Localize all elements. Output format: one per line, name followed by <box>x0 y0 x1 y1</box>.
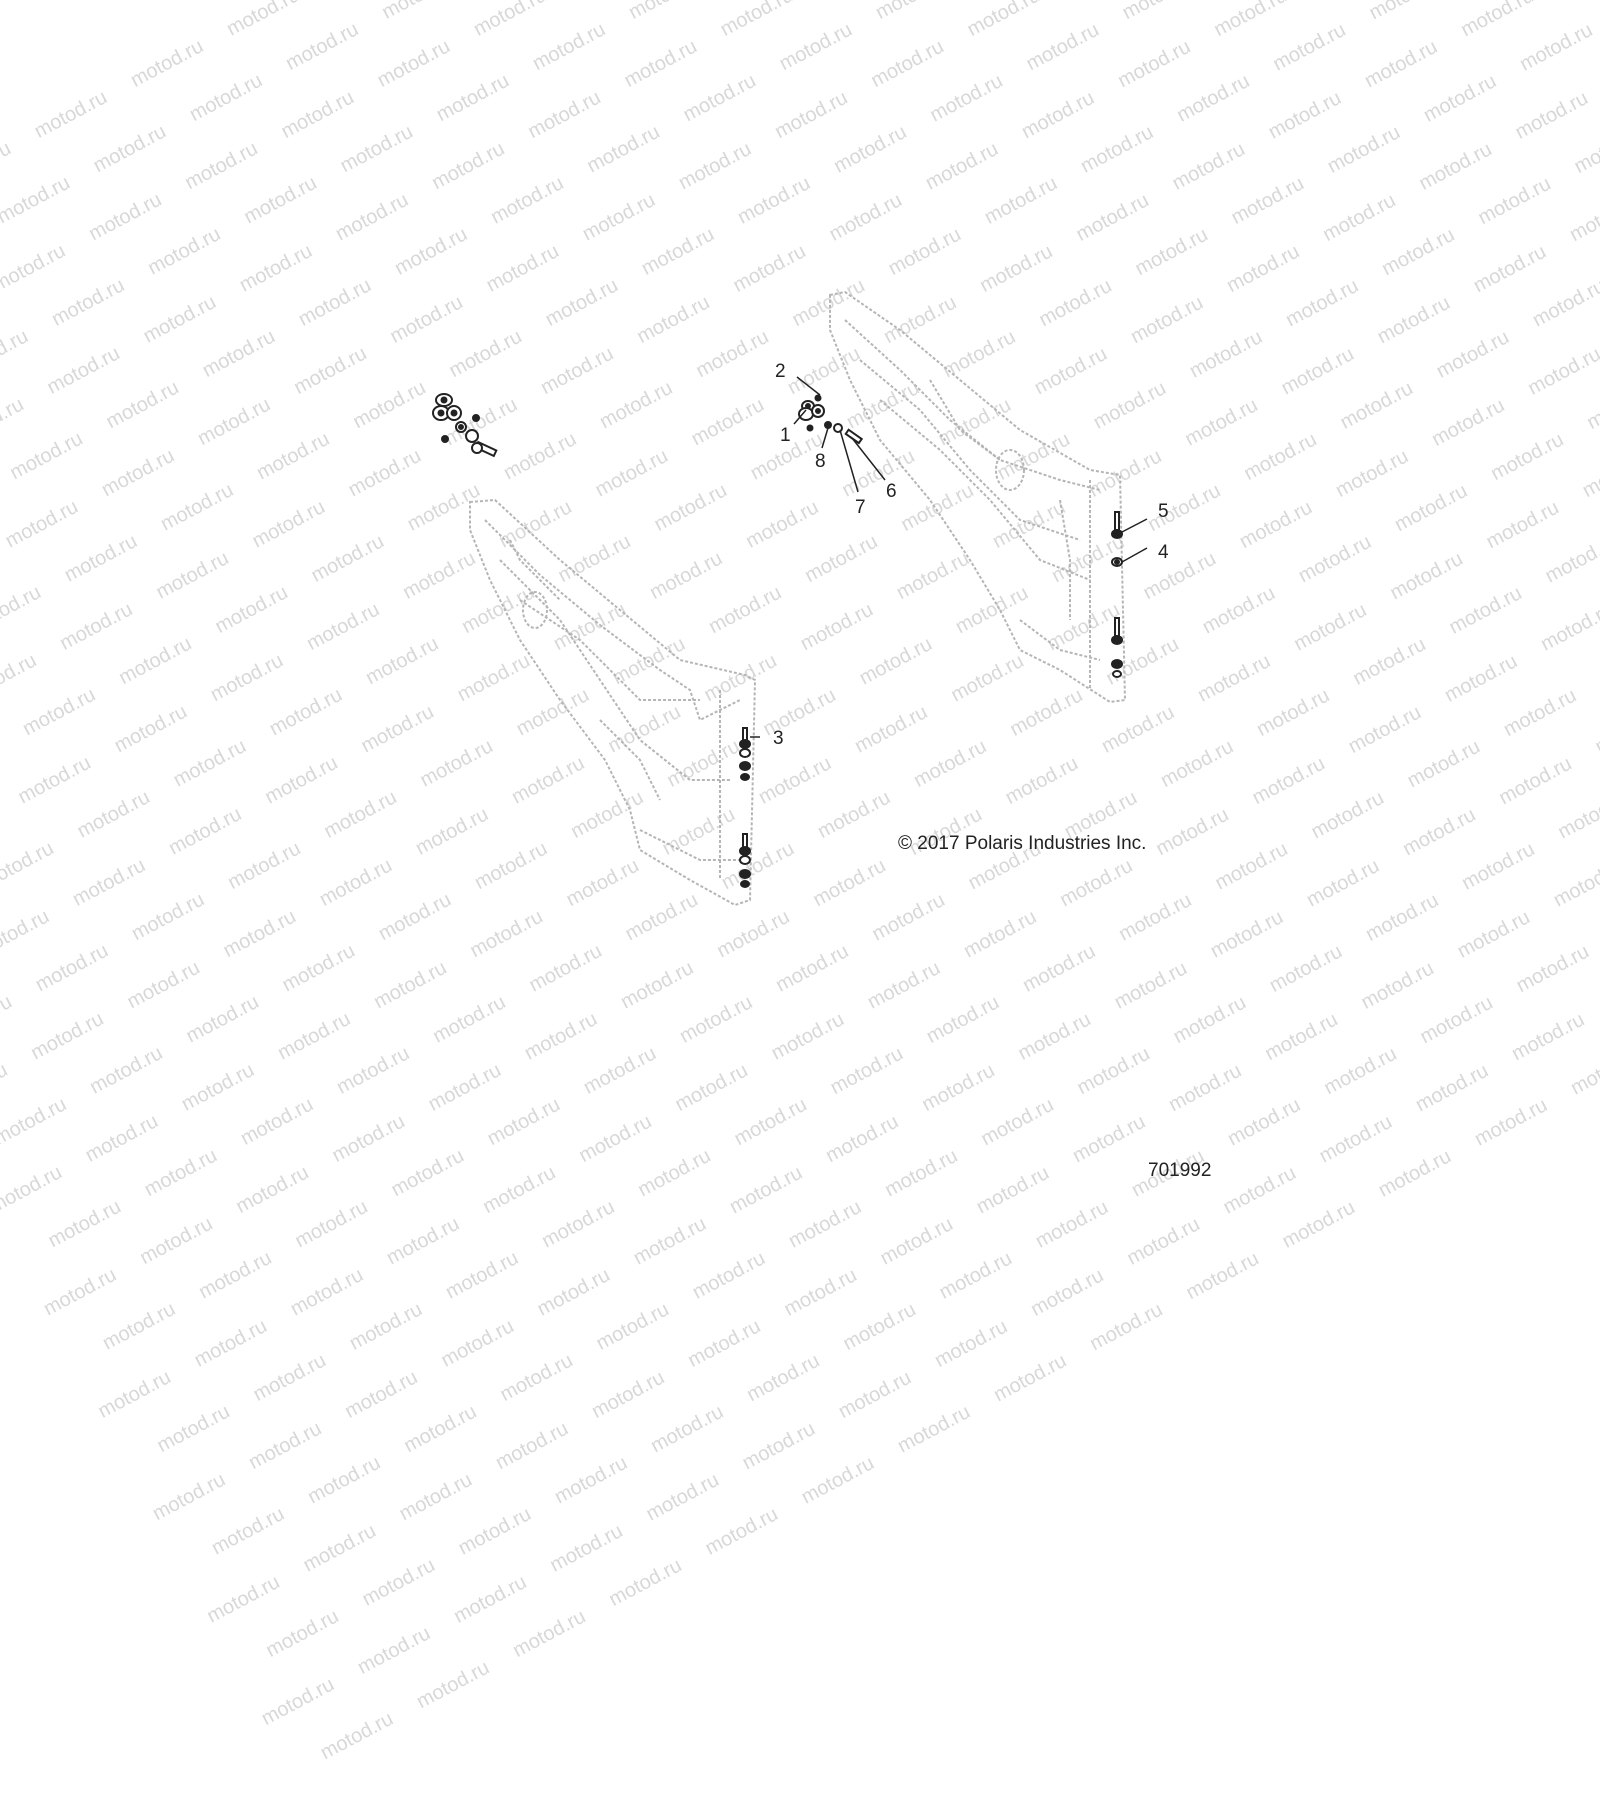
callout-3: 3 <box>773 728 784 749</box>
callout-8: 8 <box>815 451 826 472</box>
callout-2: 2 <box>775 361 786 382</box>
copyright-notice: © 2017 Polaris Industries Inc. <box>898 833 1147 854</box>
callout-1: 1 <box>780 425 791 446</box>
callout-6: 6 <box>886 481 897 502</box>
hinge-hardware-right <box>798 394 864 445</box>
callout-4: 4 <box>1158 542 1169 563</box>
callout-5: 5 <box>1158 501 1169 522</box>
exploded-parts-diagram: 1 2 3 4 5 6 7 8 <box>432 290 1169 907</box>
callout-7: 7 <box>855 497 866 518</box>
left-door-fasteners <box>739 727 751 888</box>
hinge-hardware-left <box>432 393 498 458</box>
right-door-fasteners <box>1111 511 1123 678</box>
right-door-outline <box>829 290 1127 704</box>
document-number: 701992 <box>1148 1160 1212 1181</box>
leader-lines <box>750 376 1148 738</box>
left-door-outline <box>469 498 757 907</box>
